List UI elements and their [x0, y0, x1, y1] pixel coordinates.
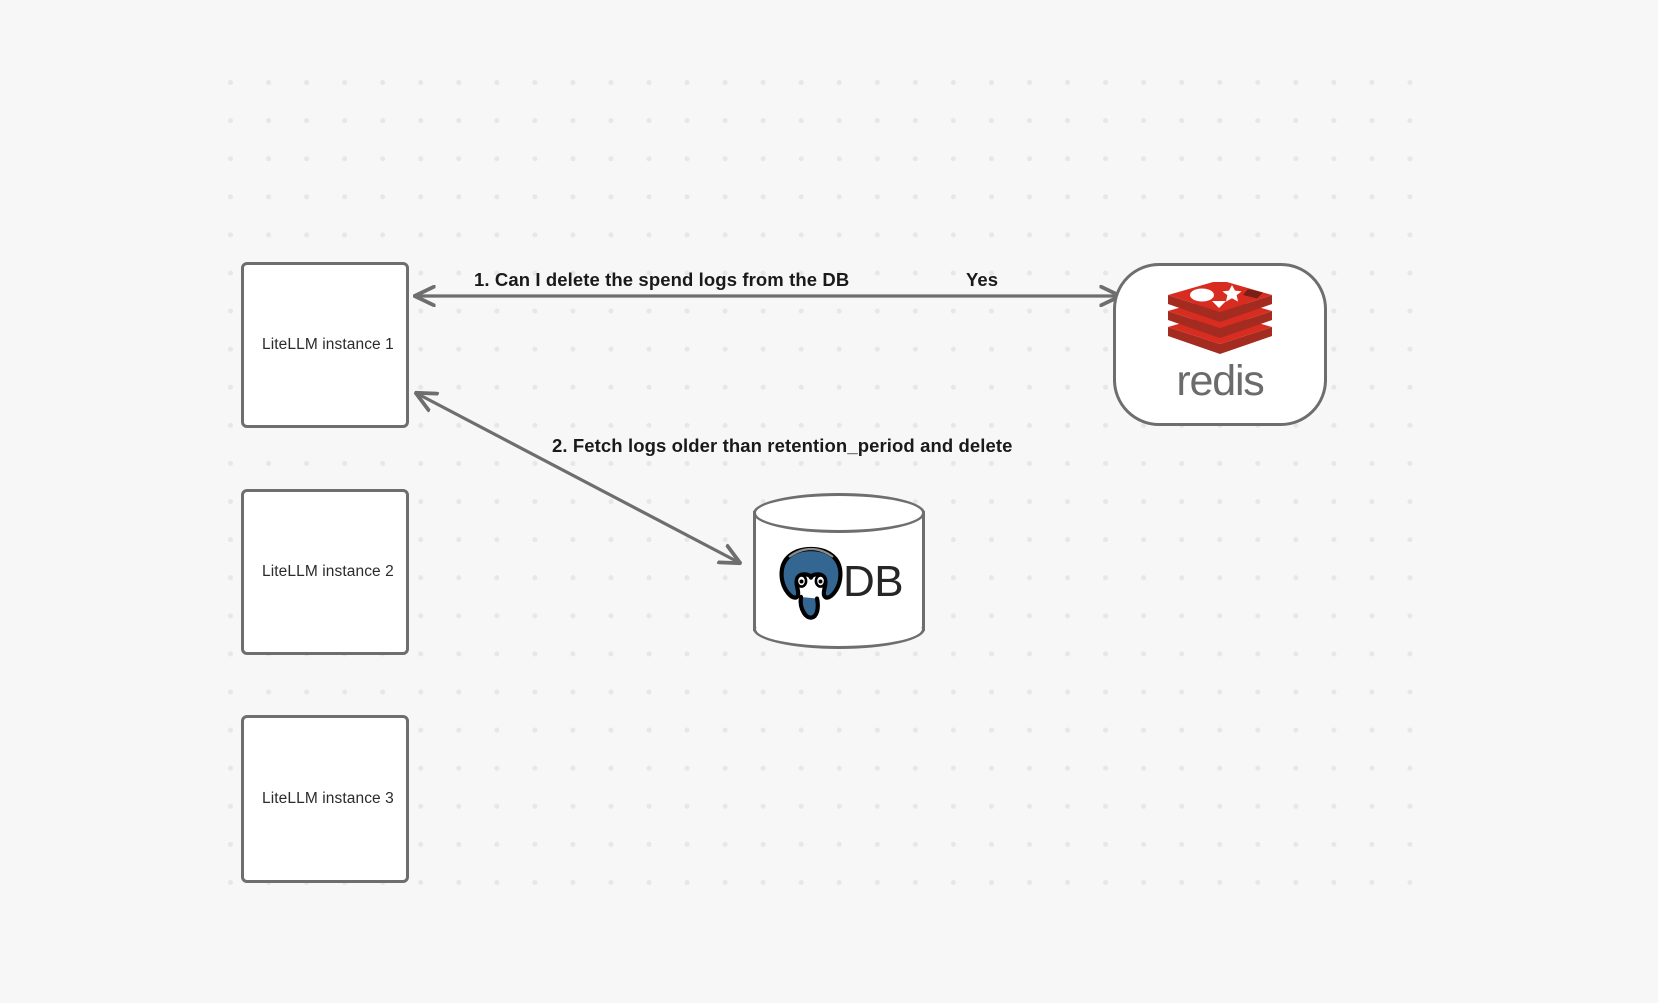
- postgresql-elephant-icon: [779, 546, 843, 620]
- node-label-instance-3: LiteLLM instance 3: [262, 790, 394, 807]
- node-label-instance-2: LiteLLM instance 2: [262, 563, 394, 580]
- node-litellm-instance-1[interactable]: LiteLLM instance 1: [241, 262, 409, 428]
- db-label: DB: [842, 557, 904, 606]
- edge-label-reply: Yes: [966, 269, 999, 290]
- redis-wordmark: redis: [1176, 357, 1264, 405]
- edge-label-fetch-delete: 2. Fetch logs older than retention_perio…: [552, 435, 1013, 456]
- node-label-instance-1: LiteLLM instance 1: [262, 336, 394, 353]
- node-postgres-db[interactable]: DB: [753, 493, 925, 649]
- node-litellm-instance-3[interactable]: LiteLLM instance 3: [241, 715, 409, 883]
- node-redis[interactable]: redis: [1113, 263, 1327, 426]
- node-litellm-instance-2[interactable]: LiteLLM instance 2: [241, 489, 409, 655]
- db-cylinder-top: [753, 493, 925, 533]
- redis-stack-icon: [1168, 282, 1272, 354]
- edge-label-request: 1. Can I delete the spend logs from the …: [474, 269, 850, 290]
